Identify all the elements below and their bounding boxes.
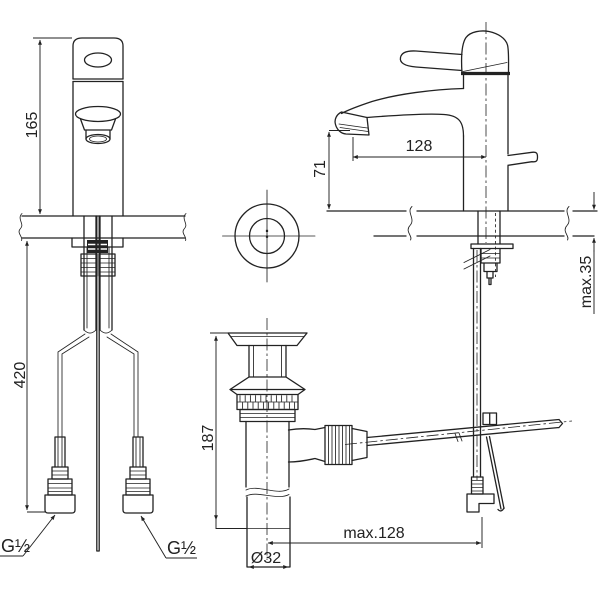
pull-rod-side: [464, 249, 494, 513]
mounting-nuts-front: [81, 254, 115, 276]
supply-connector-left: [45, 437, 75, 513]
counter-section-side: [327, 211, 597, 236]
knurled-coupling: [289, 426, 368, 465]
supply-connector-right: [123, 437, 153, 513]
waste-body: [246, 422, 289, 488]
dim-faucet-height: 165: [24, 38, 72, 215]
counter-section-front: [22, 216, 185, 238]
drain-assembly-view: 187 max.128 Ø32: [200, 318, 482, 569]
spout-underside: [367, 114, 464, 136]
handle-lever-side: [400, 51, 462, 71]
faucet-body-side: [464, 75, 509, 211]
dim-rod-reach-label: max.128: [343, 525, 404, 542]
dim-drain-height-label: 187: [200, 425, 217, 452]
aerator-front: [86, 135, 110, 144]
dim-spout-height: 71: [312, 131, 350, 210]
top-view: [223, 190, 316, 282]
dim-spout-reach: 128: [353, 137, 487, 161]
dim-drain-height: 187: [200, 333, 247, 529]
dim-deck-thickness-label: max.35: [578, 256, 595, 309]
faucet-body-front: [73, 82, 123, 217]
lever-rod-diagonal: [487, 437, 505, 511]
dim-drain-diameter: Ø32: [248, 550, 289, 569]
mounting-gasket: [87, 240, 108, 253]
dim-deck-thickness: max.35: [578, 192, 596, 314]
pull-rod-front: [97, 216, 99, 551]
thread-callout-right-label: G½: [167, 538, 196, 558]
thread-callout-left-label: G½: [1, 536, 30, 556]
dim-under-counter-depth-label: 420: [12, 362, 29, 389]
dim-rod-reach: max.128: [267, 517, 482, 548]
horizontal-linkage-rod: [345, 420, 572, 446]
spout-top-side: [342, 89, 464, 114]
thread-callout-left: G½: [0, 515, 55, 556]
dim-under-counter-depth: 420: [12, 240, 45, 512]
dim-faucet-height-label: 165: [24, 112, 41, 139]
waste-flange-cone: [230, 377, 305, 395]
fixing-set-side: [471, 211, 513, 285]
front-view: 165 420 G½ G½: [0, 38, 197, 558]
handle-cap: [73, 38, 123, 79]
dim-drain-diameter-label: Ø32: [251, 550, 281, 567]
spout-nozzle-side: [335, 112, 369, 135]
dim-spout-reach-label: 128: [406, 138, 433, 155]
thread-callout-right: G½: [141, 516, 197, 558]
rod-clamp: [483, 413, 497, 425]
handle-oval-detail: [85, 53, 112, 67]
popup-plug-flange: [228, 333, 307, 346]
popup-knob-side: [508, 152, 538, 165]
spout-collar-front: [76, 107, 121, 122]
side-view: 128 71 max.35: [289, 22, 598, 512]
supply-hoses: [58, 334, 138, 437]
handle-knob-side: [462, 31, 509, 73]
dim-spout-height-label: 71: [312, 160, 329, 178]
drain-locknut: [240, 410, 295, 422]
threaded-collar: [237, 395, 298, 410]
